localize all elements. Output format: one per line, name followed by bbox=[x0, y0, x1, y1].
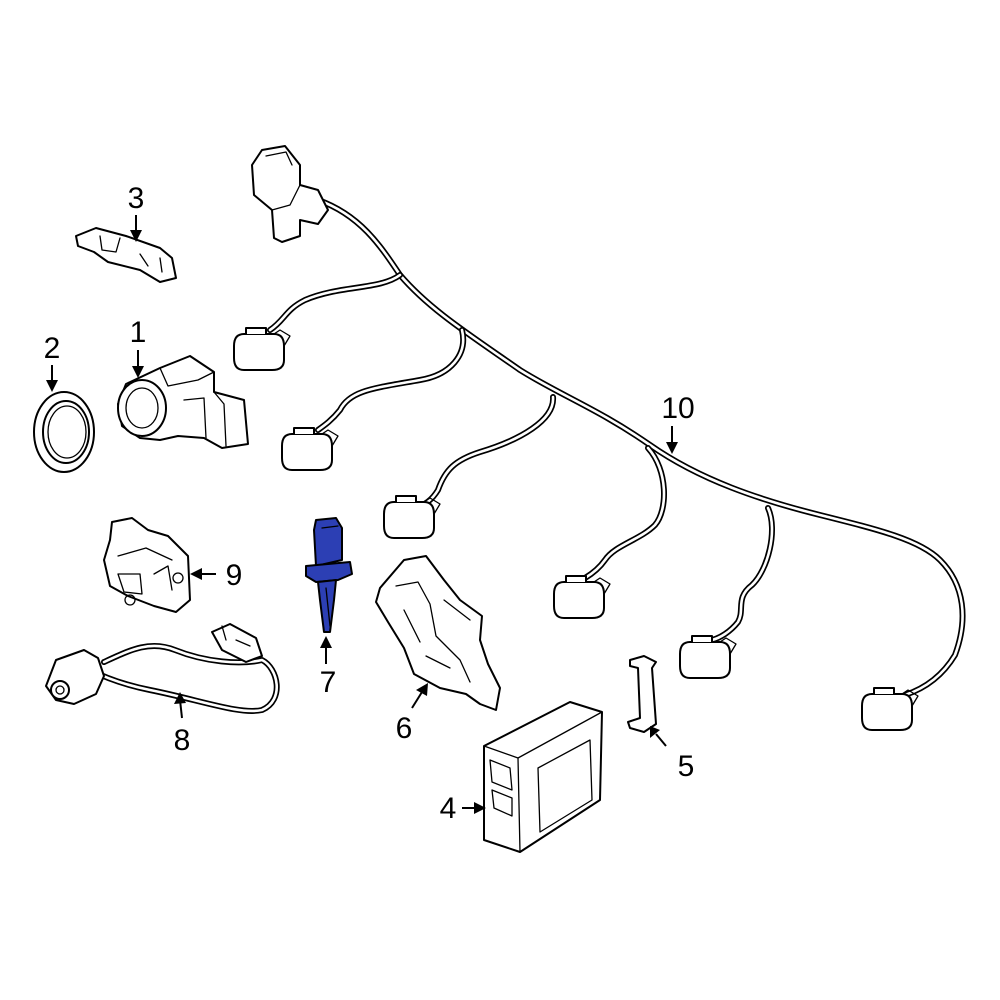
sensor-bracket-part[interactable] bbox=[75, 227, 177, 283]
callout-7[interactable]: 7 bbox=[320, 666, 337, 699]
sensor-seal-ring-part[interactable] bbox=[33, 391, 95, 473]
harness-main-connector bbox=[251, 145, 329, 243]
callout-2[interactable]: 2 bbox=[44, 332, 61, 365]
harness-plug-5 bbox=[679, 635, 737, 679]
callout-9[interactable]: 9 bbox=[226, 559, 243, 592]
callout-4[interactable]: 4 bbox=[440, 792, 457, 825]
callout-6[interactable]: 6 bbox=[396, 712, 413, 745]
harness-plug-4 bbox=[553, 575, 611, 619]
harness-plug-1 bbox=[233, 327, 291, 371]
harness-wires bbox=[267, 197, 966, 698]
sensor-holder-part[interactable] bbox=[103, 517, 191, 613]
callout-8[interactable]: 8 bbox=[174, 724, 191, 757]
callout-5[interactable]: 5 bbox=[678, 750, 695, 783]
callout-labels: 1 2 3 4 5 6 7 8 9 10 bbox=[44, 182, 695, 825]
mounting-bracket-part[interactable] bbox=[375, 555, 501, 711]
retaining-clip-part[interactable] bbox=[627, 655, 657, 733]
callout-3[interactable]: 3 bbox=[128, 182, 145, 215]
wiring-harness[interactable] bbox=[233, 145, 966, 731]
sensor-cable-part[interactable] bbox=[45, 623, 280, 714]
callout-10[interactable]: 10 bbox=[661, 392, 694, 425]
callout-1[interactable]: 1 bbox=[130, 316, 147, 349]
control-module-part[interactable] bbox=[483, 701, 603, 853]
ambient-temperature-sensor-part[interactable] bbox=[305, 517, 353, 633]
harness-plug-2 bbox=[281, 427, 339, 471]
callout-arrows bbox=[46, 215, 678, 814]
park-assist-sensor-part[interactable] bbox=[117, 355, 249, 449]
